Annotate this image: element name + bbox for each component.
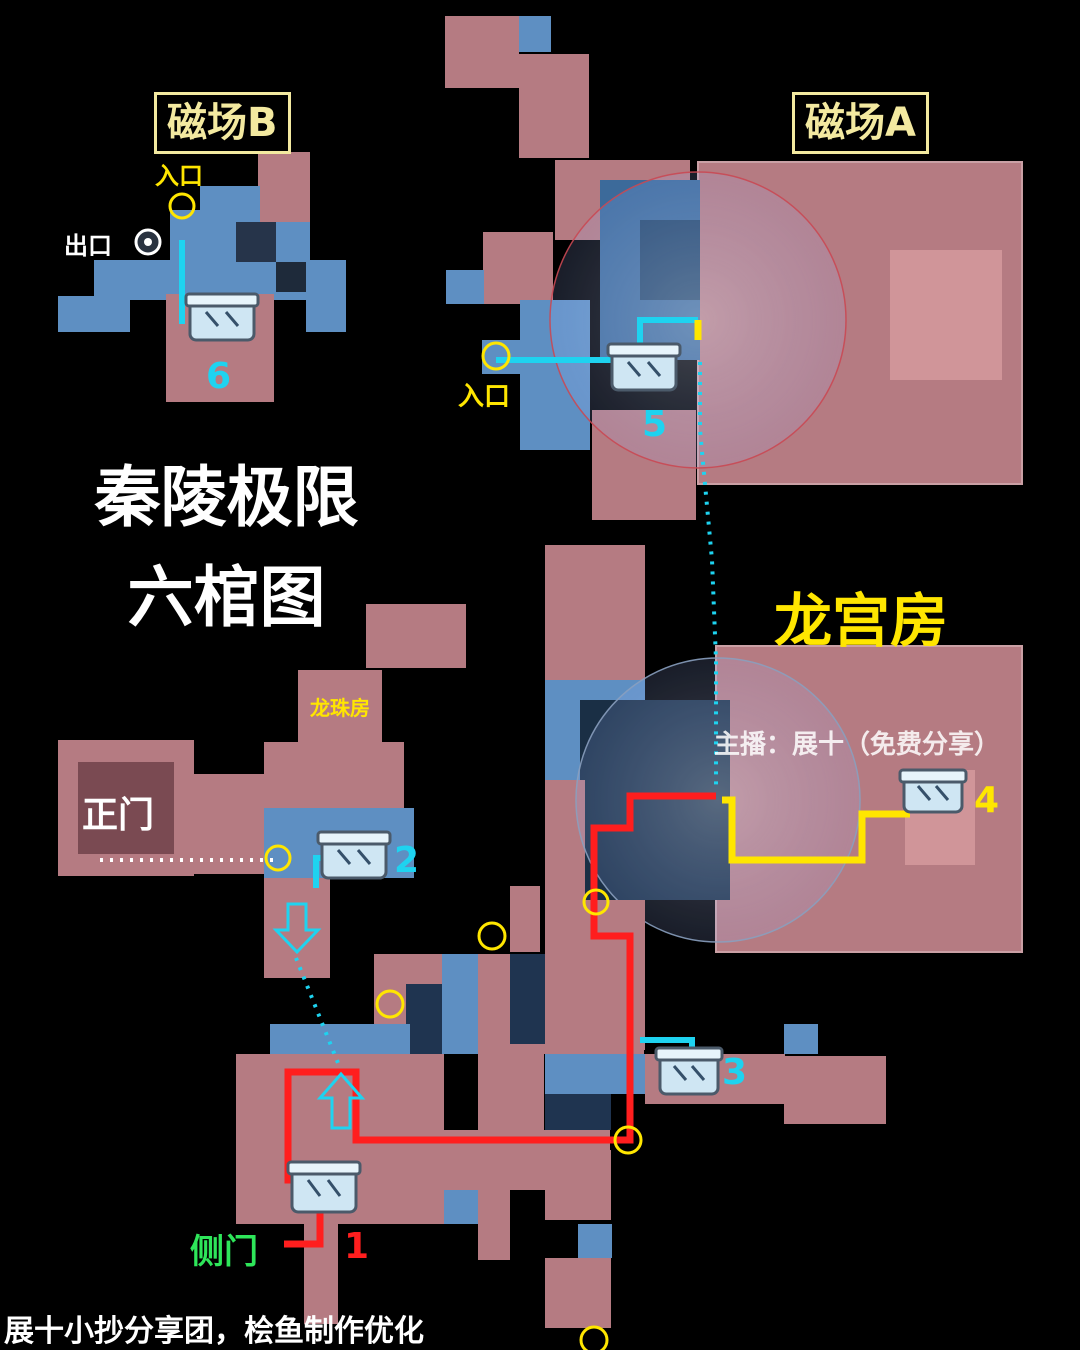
coffin-number-3: 3 [722,1052,748,1093]
entrance-b-label: 入口 [155,162,203,190]
coffin-number-4: 4 [974,780,1000,821]
title-line-2: 六棺图 [127,559,326,636]
coffin-number-5: 5 [642,404,668,445]
down-arrow-icon [272,902,322,955]
route-yellow [694,320,910,864]
main-gate-label: 正门 [82,795,155,836]
coffin-icon-2 [316,830,392,880]
exit-marker [134,228,162,256]
up-arrow-icon [316,1071,366,1130]
dragon-palace-rooms [545,545,1023,953]
exit-b-label: 出口 [64,232,112,260]
route-marker [579,1325,609,1350]
coffin-icon-6 [184,292,260,342]
magnet-b-label: 磁场B [154,92,291,154]
route-marker [375,989,405,1019]
coffin-icon-1 [286,1160,362,1214]
route-marker [477,921,507,951]
coffin-icon-4 [898,768,968,814]
dragon-palace-label: 龙宫房 [774,587,949,655]
entrance-a-label: 入口 [458,382,511,412]
magnet-a-label: 磁场A [792,92,929,154]
route-marker [582,888,610,916]
watermark: 主播：展十（免费分享） [714,730,1001,760]
coffin-icons [184,292,968,1214]
yellow-markers [168,192,643,1350]
gate-marker [264,844,292,872]
coffin-number-6: 6 [206,356,232,397]
coffin-icon-5 [606,342,682,392]
coffin-icon-3 [654,1046,724,1096]
entrance-b-marker [168,192,196,220]
left-rooms [58,604,540,978]
page-title: 秦陵极限 六棺图 [54,448,399,648]
magnet-b-rooms [58,152,346,402]
footer-credit: 展十小抄分享团，桧鱼制作优化 [4,1314,424,1349]
title-line-1: 秦陵极限 [94,459,359,536]
entrance-a-marker [481,341,511,371]
coffin-number-2: 2 [394,840,420,881]
side-gate-label: 侧门 [190,1232,258,1272]
dragon-pearl-label: 龙珠房 [310,696,370,720]
coffin-number-1: 1 [344,1226,370,1267]
route-marker [613,1125,643,1155]
magnet-a-rooms [549,161,1023,485]
route-cyan-dotted [294,362,718,1069]
